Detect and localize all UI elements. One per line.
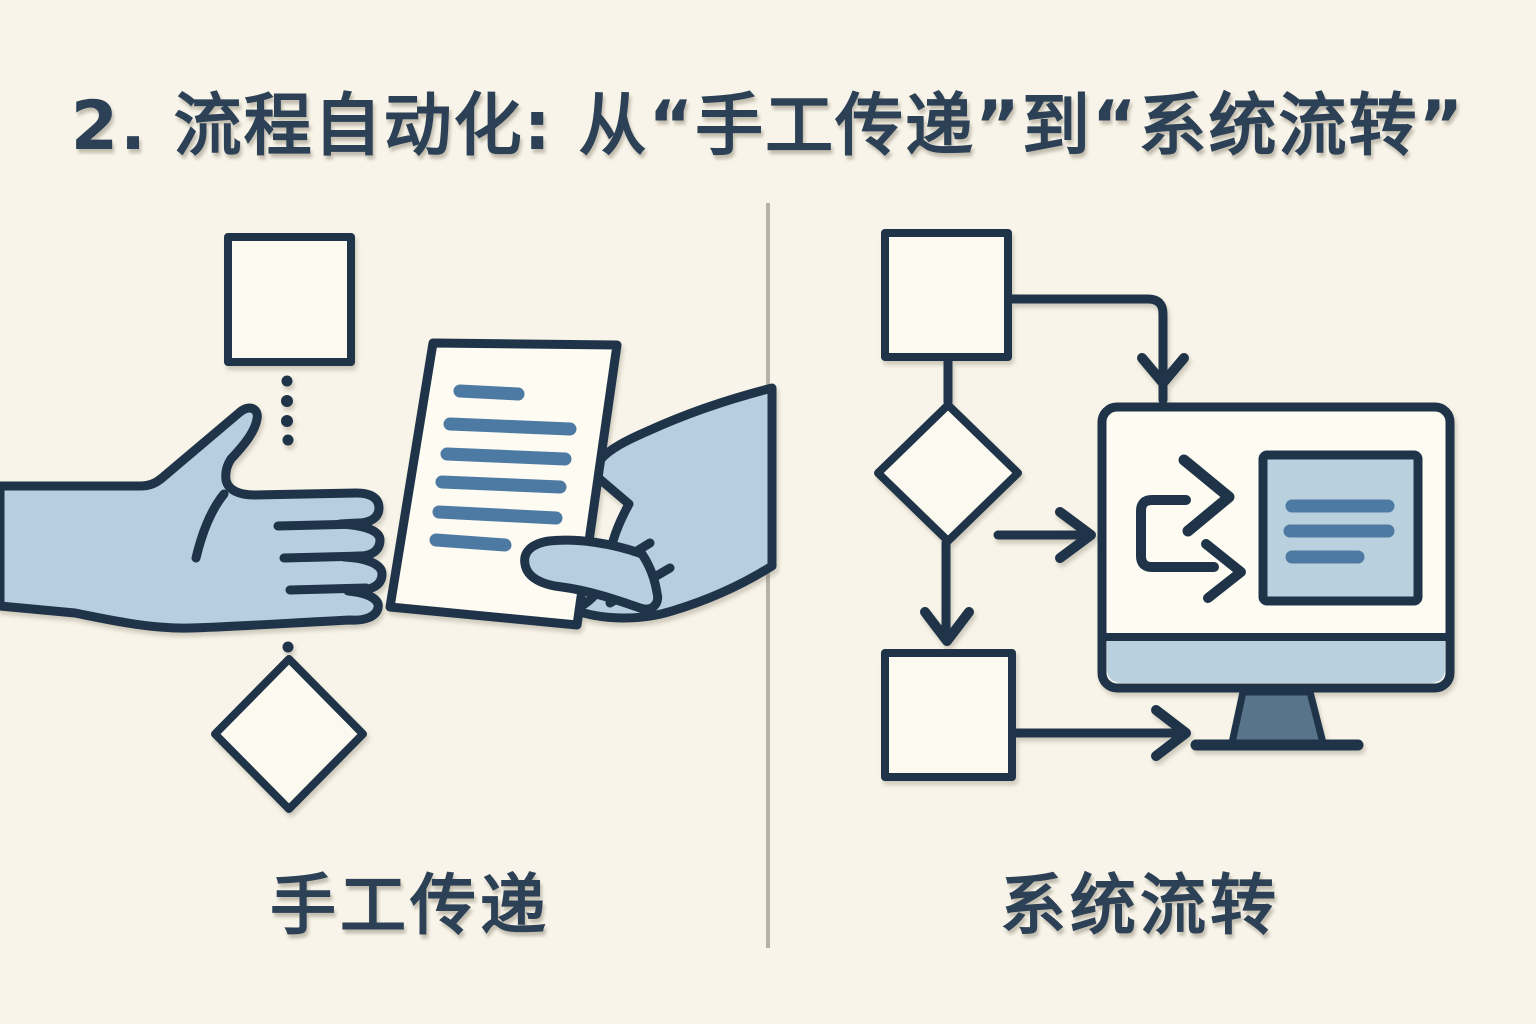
right-panel-label: 系统流转 — [1000, 867, 1280, 944]
dotted-connector-icon — [281, 375, 294, 446]
screen-flow-in-icon — [1136, 454, 1246, 603]
page-title: 2. 流程自动化: 从“手工传递”到“系统流转” — [70, 87, 1466, 166]
document-text-lines — [429, 384, 577, 552]
decision-diamond-icon — [211, 655, 367, 813]
process-square-icon — [224, 233, 355, 366]
right-system-illustration — [874, 229, 1455, 781]
giving-hand-icon — [0, 403, 387, 633]
left-panel-label: 手工传递 — [270, 867, 550, 944]
monitor-icon — [1097, 402, 1455, 751]
flow-arrowheads — [920, 353, 1191, 761]
screen-data-panel — [1258, 450, 1423, 606]
screen-panel-text-lines — [1283, 499, 1395, 564]
process-square-bottom-icon — [881, 649, 1016, 781]
left-manual-illustration — [0, 233, 777, 813]
decision-diamond-icon — [874, 401, 1022, 545]
process-square-top-icon — [881, 229, 1012, 361]
monitor-stand — [1228, 688, 1327, 747]
dotted-connector-dot — [282, 641, 294, 653]
receiving-thumb-icon — [520, 535, 663, 614]
flow-connector-lines — [941, 294, 1183, 738]
monitor-bezel — [1107, 640, 1445, 683]
